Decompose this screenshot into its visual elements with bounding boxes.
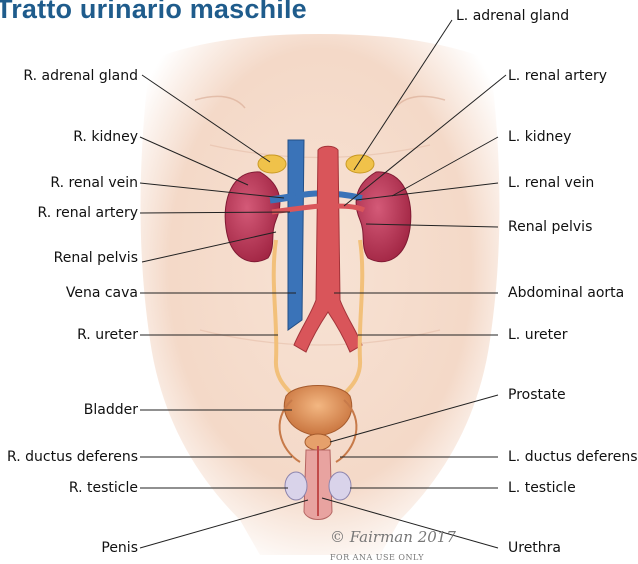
l-adrenal-gland-shape (346, 155, 374, 173)
signature-note: FOR ANA USE ONLY (330, 553, 424, 562)
label-r-testicle: R. testicle (69, 480, 138, 496)
signature-artist: © Fairman (330, 528, 413, 546)
label-r-ureter: R. ureter (77, 327, 138, 343)
label-l-adrenal-gland: L. adrenal gland (456, 8, 569, 24)
l-kidney-shape (356, 172, 411, 262)
label-penis: Penis (101, 540, 138, 556)
label-r-ductus-deferens: R. ductus deferens (7, 449, 138, 465)
label-l-testicle: L. testicle (508, 480, 576, 496)
diagram-title: Tratto urinario maschile (0, 0, 307, 25)
vena-cava-shape (288, 140, 304, 330)
label-r-renal-vein: R. renal vein (50, 175, 138, 191)
label-r-adrenal-gland: R. adrenal gland (23, 68, 138, 84)
r-testicle-shape (285, 472, 307, 500)
r-adrenal-gland-shape (258, 155, 286, 173)
label-prostate: Prostate (508, 387, 566, 403)
l-testicle-shape (329, 472, 351, 500)
label-l-renal-artery: L. renal artery (508, 68, 607, 84)
label-r-kidney: R. kidney (73, 129, 138, 145)
signature-year: 2017 (418, 528, 456, 546)
artist-signature: © Fairman 2017 FOR ANA USE ONLY (330, 528, 456, 564)
label-bladder: Bladder (84, 402, 138, 418)
label-renal-pelvis-left: Renal pelvis (54, 250, 138, 266)
label-l-renal-vein: L. renal vein (508, 175, 594, 191)
label-urethra: Urethra (508, 540, 561, 556)
label-l-ductus-deferens: L. ductus deferens (508, 449, 638, 465)
label-l-ureter: L. ureter (508, 327, 568, 343)
label-abdominal-aorta: Abdominal aorta (508, 285, 624, 301)
label-l-kidney: L. kidney (508, 129, 571, 145)
label-r-renal-artery: R. renal artery (38, 205, 138, 221)
r-kidney-shape (225, 172, 280, 262)
label-renal-pelvis-right: Renal pelvis (508, 219, 592, 235)
label-vena-cava: Vena cava (66, 285, 138, 301)
